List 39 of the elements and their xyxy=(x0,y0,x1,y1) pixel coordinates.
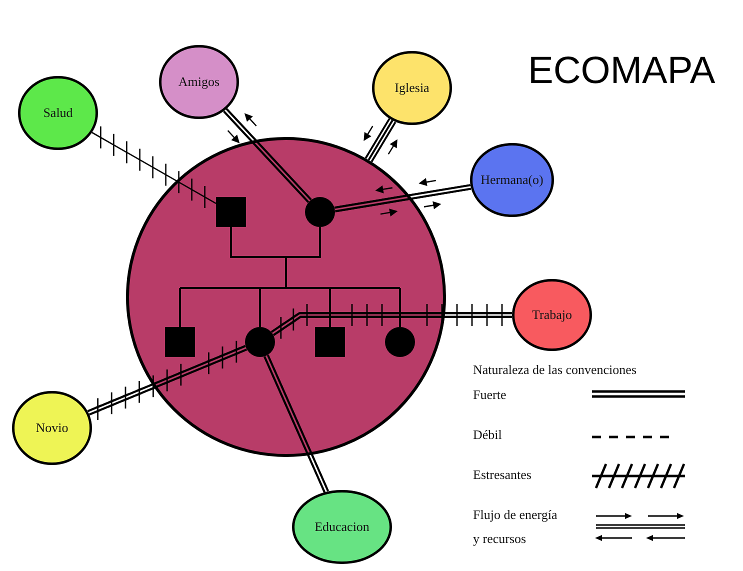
node-label: Salud xyxy=(43,106,73,120)
genogram-circle xyxy=(305,197,335,227)
system-circle xyxy=(12,391,92,465)
system-circle xyxy=(292,490,392,564)
genogram-square xyxy=(216,197,246,227)
node-label: Hermana(o) xyxy=(480,172,544,188)
diagram-title: ECOMAPA xyxy=(528,52,716,90)
system-circle xyxy=(372,51,452,125)
family-tree-line xyxy=(179,288,181,327)
node-label: Educacion xyxy=(314,520,370,534)
hatched-double-line xyxy=(269,301,515,342)
family-tree-line xyxy=(230,227,321,258)
legend-label: Fuerte xyxy=(473,386,508,404)
family-tree-line xyxy=(259,288,261,327)
family-circle xyxy=(126,137,446,457)
hatched-line xyxy=(91,126,217,209)
family-tree-line xyxy=(329,288,331,327)
system-circle xyxy=(470,143,554,217)
node-label: Novio xyxy=(36,420,68,436)
node-label: Amigos xyxy=(178,74,220,90)
family-tree-line xyxy=(179,257,400,289)
system-circle xyxy=(159,45,239,119)
double-line xyxy=(263,354,330,494)
double-line xyxy=(334,184,472,212)
legend-label: Estresantes xyxy=(473,466,532,484)
node-label: Iglesia xyxy=(394,80,430,96)
genogram-square xyxy=(165,327,195,357)
legend-label: Débil xyxy=(473,426,503,444)
legend-title: Naturaleza de las convenciones xyxy=(473,361,637,379)
system-circle xyxy=(512,279,592,351)
family-tree-line xyxy=(399,288,401,327)
legend-label: Flujo de energía y recursos xyxy=(473,506,558,548)
node-label: Trabajo xyxy=(532,308,572,322)
double-line xyxy=(222,108,312,204)
system-circle xyxy=(18,76,98,150)
genogram-circle xyxy=(245,327,275,357)
genogram-circle xyxy=(385,327,415,357)
genogram-square xyxy=(315,327,345,357)
triple-line xyxy=(364,118,396,162)
